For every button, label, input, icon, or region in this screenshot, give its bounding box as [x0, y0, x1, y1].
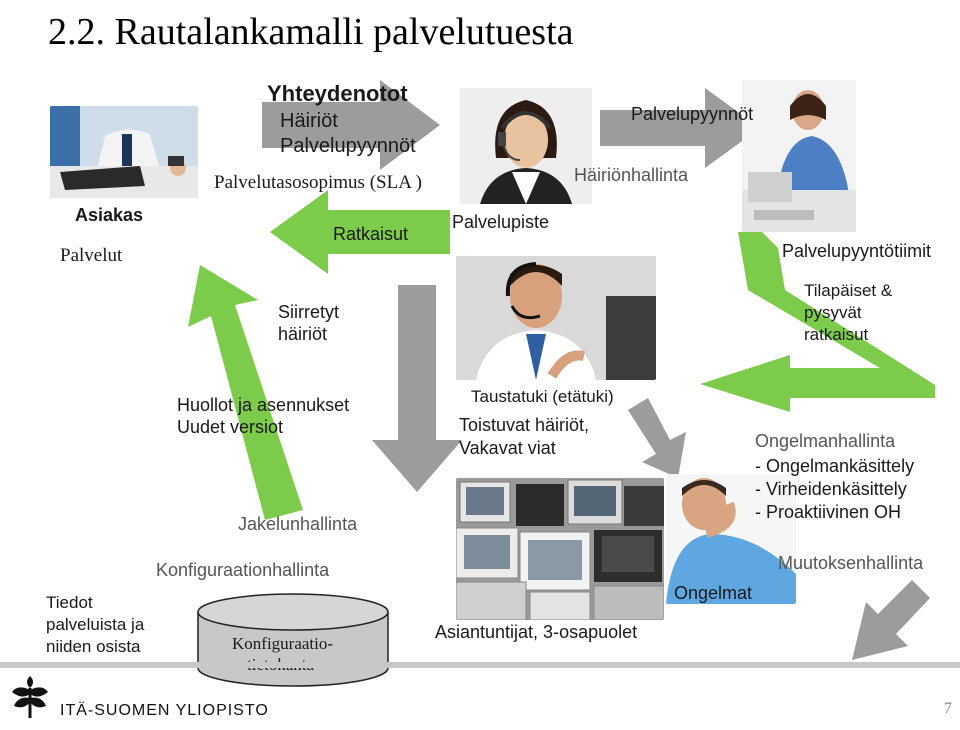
- page-number: 7: [944, 700, 952, 717]
- service-desk-photo: [460, 88, 592, 204]
- label-sla: Palvelutasosopimus (SLA ): [214, 172, 422, 193]
- arrow-release-up: [188, 265, 303, 520]
- label-asiantuntijat: Asiantuntijat, 3-osapuolet: [435, 622, 638, 642]
- slide-title: 2.2. Rautalankamalli palvelutuesta: [48, 11, 574, 53]
- label-ratkaisut: Ratkaisut: [333, 224, 409, 244]
- university-logo-icon: [12, 676, 48, 718]
- computers-photo: [456, 478, 664, 620]
- label-tilapaiset-1: Tilapäiset &: [804, 281, 893, 300]
- label-tiedot-3: niiden osista: [46, 637, 141, 656]
- label-palvelut: Palvelut: [60, 245, 123, 266]
- label-huollot-2: Uudet versiot: [177, 417, 284, 437]
- label-jakelunhallinta: Jakelunhallinta: [238, 514, 358, 534]
- label-palvelupiste: Palvelupiste: [452, 212, 550, 232]
- label-ongelmanhallinta: Ongelmanhallinta: [755, 431, 896, 451]
- label-siirretyt-1: Siirretyt: [278, 302, 340, 322]
- label-tilapaiset-2: pysyvät: [804, 303, 862, 322]
- client-photo: [50, 106, 198, 198]
- arrow-contacts-to-desk: [262, 80, 440, 170]
- label-ong-2: - Virheidenkäsittely: [755, 479, 907, 499]
- label-hairiot: Häiriöt: [280, 110, 338, 132]
- label-asiakas: Asiakas: [75, 205, 144, 225]
- arrow-requests-to-team: [600, 88, 760, 168]
- label-siirretyt-2: häiriöt: [278, 324, 328, 344]
- label-palvelupyynnot-left: Palvelupyynnöt: [280, 135, 416, 157]
- back-support-photo: [456, 256, 656, 380]
- label-palvelupyyntotiimit: Palvelupyyntötiimit: [782, 241, 932, 261]
- label-tilapaiset-3: ratkaisut: [804, 325, 869, 344]
- label-kanta-1: Konfiguraatio-: [232, 634, 334, 653]
- label-taustatuki: Taustatuki (etätuki): [471, 387, 614, 406]
- label-tiedot-1: Tiedot: [46, 593, 93, 612]
- label-palvelupyynnot-top: Palvelupyynnöt: [631, 104, 754, 124]
- arrow-change-management: [852, 580, 930, 660]
- label-yhteydenotot: Yhteydenotot: [267, 81, 408, 106]
- label-toistuvat-1: Toistuvat häiriöt,: [459, 415, 590, 435]
- arrow-solutions-to-customer: [270, 190, 450, 274]
- arrow-to-problems: [628, 398, 686, 478]
- footer-divider: [0, 662, 960, 668]
- label-konfiguraationhallinta: Konfiguraationhallinta: [156, 560, 330, 580]
- label-tiedot-2: palveluista ja: [46, 615, 145, 634]
- label-ong-3: - Proaktiivinen OH: [755, 502, 902, 522]
- label-muutoksenhallinta: Muutoksenhallinta: [778, 553, 924, 573]
- label-hairionhallinta: Häiriönhallinta: [574, 165, 689, 185]
- label-ong-1: - Ongelmankäsittely: [755, 456, 915, 476]
- arrow-team-solutions: [700, 232, 935, 412]
- service-team-photo: [742, 80, 856, 232]
- problem-manager-photo: [666, 474, 796, 604]
- university-logo: ITÄ-SUOMEN YLIOPISTO: [8, 674, 268, 724]
- label-huollot-1: Huollot ja asennukset: [177, 395, 350, 415]
- label-ongelmat: Ongelmat: [674, 583, 753, 603]
- university-name: ITÄ-SUOMEN YLIOPISTO: [60, 702, 269, 719]
- label-toistuvat-2: Vakavat viat: [459, 438, 556, 458]
- arrow-escalate-down: [372, 285, 462, 492]
